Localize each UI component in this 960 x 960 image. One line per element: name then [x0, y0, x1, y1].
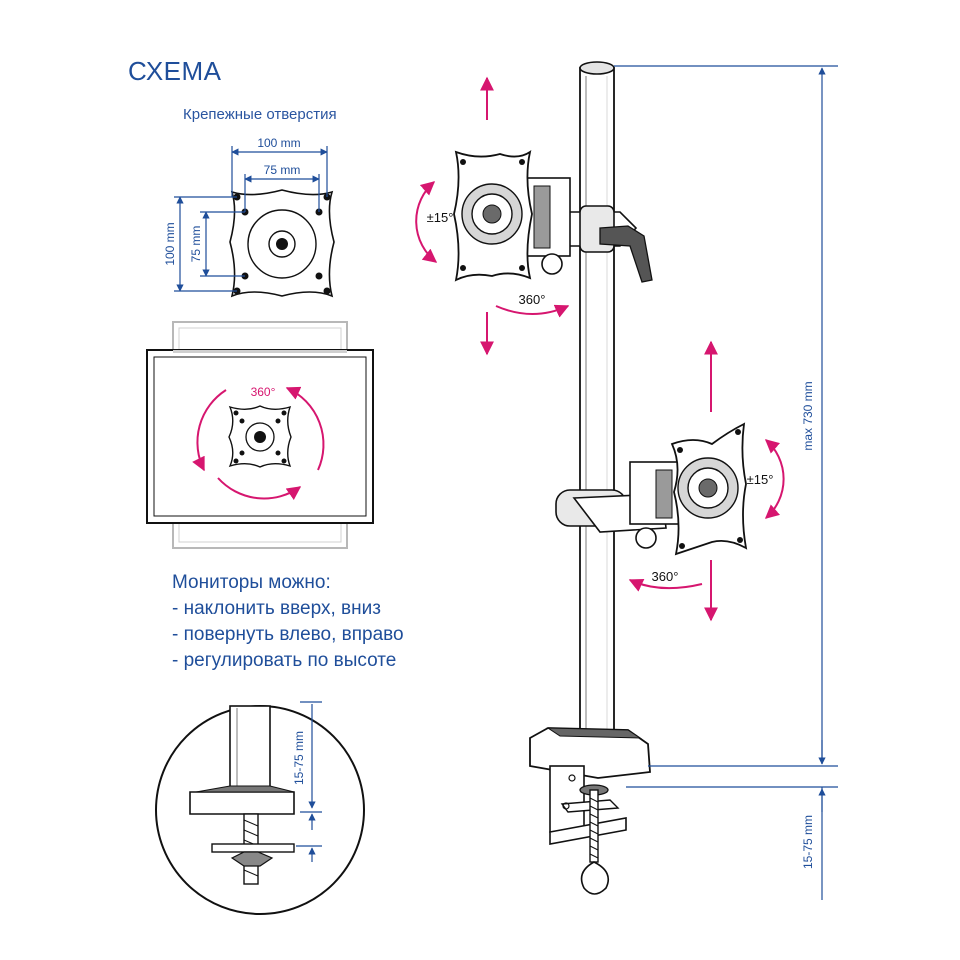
rotation-label: 360°: [251, 385, 276, 399]
dim-75-left: 75 mm: [189, 226, 203, 263]
clamp-detail: [155, 701, 365, 915]
upper-tilt-label: ±15°: [427, 210, 454, 225]
mount-holes-label: Крепежные отверстия: [183, 106, 337, 123]
features-list: Мониторы можно: - наклонить вверх, вниз …: [172, 570, 404, 674]
dim-100-top: 100 mm: [257, 136, 300, 150]
vesa-dimensions: [174, 146, 328, 292]
monitor-rotation: [146, 321, 374, 549]
mount-pole: [579, 61, 615, 741]
feature-item: - регулировать по высоте: [172, 650, 397, 671]
upper-arm: [453, 150, 653, 283]
lower-tilt-label: ±15°: [747, 472, 774, 487]
desk-clamp: [529, 727, 651, 895]
lower-motion-arrows: [628, 340, 785, 622]
max-height-label: max 730 mm: [801, 381, 815, 450]
dim-100-left: 100 mm: [163, 222, 177, 265]
upper-motion-arrows: [415, 76, 570, 356]
diagram-title: СХЕМА: [128, 56, 222, 86]
upper-rotate-label: 360°: [519, 292, 546, 307]
feature-item: - повернуть влево, вправо: [172, 624, 404, 645]
vesa-plate: [229, 189, 335, 298]
dim-75-top: 75 mm: [264, 163, 301, 177]
lower-rotate-label: 360°: [652, 569, 679, 584]
features-heading: Мониторы можно:: [172, 572, 331, 593]
clamp-range-label-detail: 15-75 mm: [292, 731, 306, 785]
lower-arm: [555, 422, 748, 556]
feature-item: - наклонить вверх, вниз: [172, 598, 381, 619]
clamp-range-label-right: 15-75 mm: [801, 815, 815, 869]
height-dimension: [614, 65, 838, 900]
